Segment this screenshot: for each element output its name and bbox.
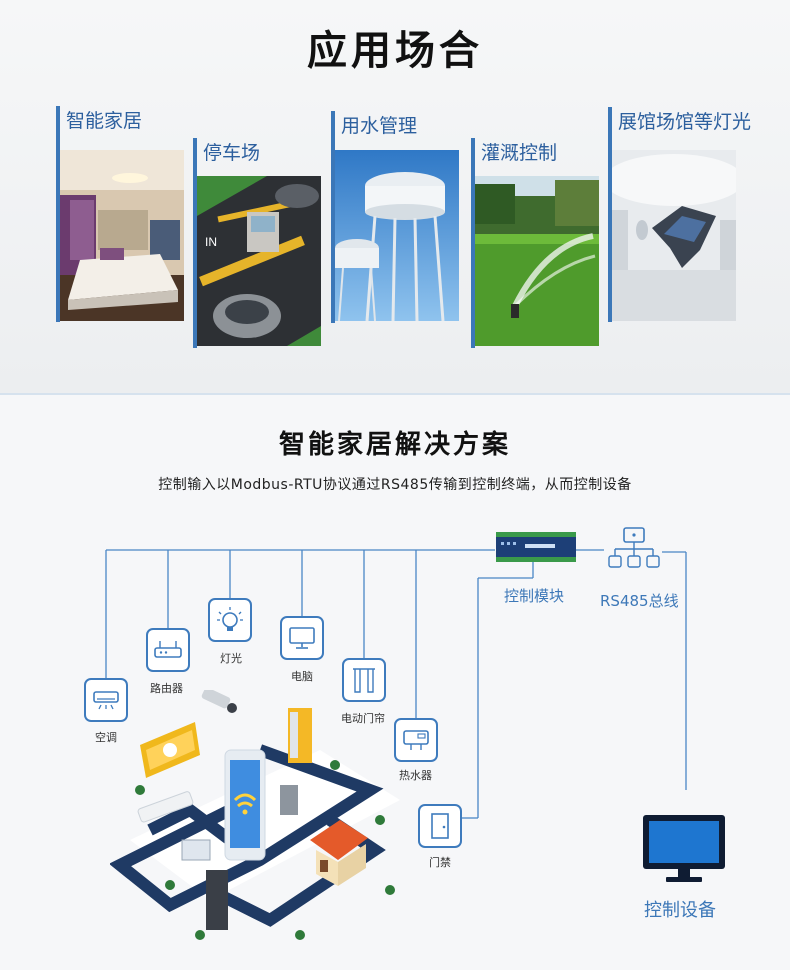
computer-monitor-icon: [289, 627, 315, 649]
router-label: 路由器: [150, 682, 183, 695]
scene-irrigation: 灌溉控制: [471, 138, 603, 348]
air-conditioner-label: 空调: [95, 731, 117, 744]
scene-label: 展馆场馆等灯光: [618, 111, 752, 133]
computer-label: 电脑: [291, 670, 313, 683]
control-device[interactable]: [640, 812, 728, 888]
air-conditioner-node[interactable]: [84, 678, 128, 722]
curtain-label: 电动门帘: [341, 712, 385, 725]
scene-label: 智能家居: [66, 110, 143, 132]
scene-label: 用水管理: [341, 115, 418, 137]
air-conditioner-icon: [93, 691, 119, 710]
control-device-label: 控制设备: [644, 900, 716, 921]
page-title: 应用场合: [307, 28, 483, 74]
door-access-icon: [431, 813, 449, 839]
water-heater-node[interactable]: [394, 718, 438, 762]
computer-node[interactable]: [280, 616, 324, 660]
svg-text:IN: IN: [205, 235, 217, 249]
door-access-node[interactable]: [418, 804, 462, 848]
scene-exhibition: 展馆场馆等灯光: [608, 107, 751, 322]
scene-water-management: 用水管理: [331, 111, 463, 323]
parking-lot-photo: IN: [197, 176, 321, 346]
scene-label: 停车场: [203, 142, 261, 164]
rs485-bus: [606, 526, 662, 576]
sprinkler-photo: [475, 176, 599, 346]
scene-label: 灌溉控制: [481, 142, 558, 164]
light-node[interactable]: [208, 598, 252, 642]
control-module-label: 控制模块: [504, 587, 565, 605]
curtain-node[interactable]: [342, 658, 386, 702]
solution-subtitle: 控制输入以Modbus-RTU协议通过RS485传输到控制终端，从而控制设备: [158, 477, 632, 493]
rs485-bus-label: RS485总线: [600, 592, 679, 610]
solution-title: 智能家居解决方案: [278, 430, 511, 460]
scene-parking: 停车场 IN: [193, 138, 325, 348]
curtain-icon: [353, 668, 375, 693]
bedroom-photo: [60, 150, 184, 321]
water-tower-photo: [335, 150, 459, 321]
control-module-icon: [496, 532, 576, 562]
section-divider: [0, 393, 790, 395]
network-topology-icon: [608, 527, 660, 568]
light-label: 灯光: [220, 652, 242, 665]
router-node[interactable]: [146, 628, 190, 672]
scene-smart-home: 智能家居: [56, 106, 188, 322]
monitor-icon: [643, 815, 725, 882]
exhibition-hall-photo: [612, 150, 736, 321]
door-access-label: 门禁: [429, 856, 451, 869]
light-bulb-icon: [217, 607, 243, 631]
control-module[interactable]: [495, 530, 577, 568]
smart-home-illustration: [110, 690, 400, 940]
router-icon: [154, 641, 182, 658]
water-heater-label: 热水器: [399, 769, 432, 782]
water-heater-icon: [403, 730, 429, 750]
